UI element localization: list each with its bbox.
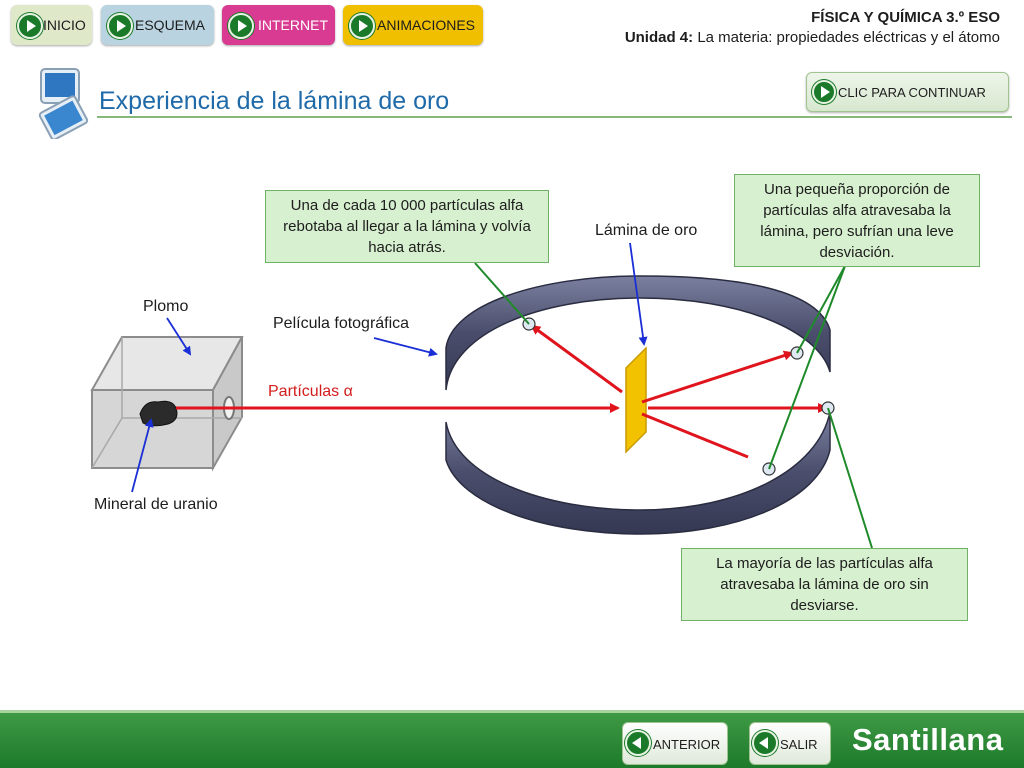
alpha-ray-rebound bbox=[530, 324, 623, 394]
nav-animaciones-button[interactable]: ANIMACIONES bbox=[343, 5, 483, 45]
nav-internet-label: INTERNET bbox=[258, 17, 328, 33]
photographic-film-ring bbox=[445, 275, 831, 535]
pointer-pelicula bbox=[373, 337, 438, 357]
course-header: FÍSICA Y QUÍMICA 3.º ESO Unidad 4: La ma… bbox=[625, 8, 1000, 48]
anterior-button[interactable]: ANTERIOR bbox=[622, 722, 728, 765]
label-pelicula: Película fotográfica bbox=[273, 315, 410, 332]
anterior-label: ANTERIOR bbox=[653, 737, 721, 752]
nav-internet-button[interactable]: INTERNET bbox=[222, 5, 335, 45]
continue-button[interactable]: CLIC PARA CONTINUAR bbox=[806, 72, 1009, 112]
monitor-icon bbox=[38, 68, 89, 139]
gold-foil bbox=[625, 346, 647, 454]
pointer-lamina bbox=[629, 242, 648, 346]
nav-esquema-label: ESQUEMA bbox=[135, 17, 206, 33]
nav-inicio-label: INICIO bbox=[43, 17, 86, 33]
pointer-deflection-up bbox=[796, 265, 846, 354]
page-title: Experiencia de la lámina de oro bbox=[99, 87, 450, 115]
nav-inicio-button[interactable]: INICIO bbox=[11, 5, 92, 45]
callout-desviacion: Una pequeña proporción de partículas alf… bbox=[734, 174, 980, 267]
unit-prefix: Unidad 4: bbox=[624, 29, 694, 46]
title-divider bbox=[97, 116, 1012, 118]
course-title: FÍSICA Y QUÍMICA 3.º ESO bbox=[811, 9, 1000, 26]
play-icon bbox=[812, 80, 836, 104]
nav-animaciones-label: ANIMACIONES bbox=[377, 17, 476, 33]
salir-label: SALIR bbox=[780, 737, 818, 752]
continue-label: CLIC PARA CONTINUAR bbox=[838, 85, 986, 100]
unit-title: La materia: propiedades eléctricas y el … bbox=[697, 29, 1000, 46]
pointer-straight bbox=[827, 407, 873, 549]
play-icon bbox=[17, 13, 43, 39]
pointer-rebound bbox=[474, 262, 530, 325]
pointer-deflection-down bbox=[768, 265, 846, 470]
back-arrow-icon bbox=[625, 730, 651, 756]
label-lamina: Lámina de oro bbox=[595, 222, 698, 239]
uranium-mineral bbox=[139, 400, 178, 427]
alpha-ray-deflected-down bbox=[641, 412, 749, 459]
nav-esquema-button[interactable]: ESQUEMA bbox=[101, 5, 214, 45]
alpha-ray-deflected-up bbox=[641, 350, 794, 404]
play-icon bbox=[349, 13, 375, 39]
label-mineral: Mineral de uranio bbox=[94, 496, 218, 513]
label-particulas: Partículas α bbox=[268, 383, 353, 400]
back-arrow-icon bbox=[752, 730, 778, 756]
salir-button[interactable]: SALIR bbox=[749, 722, 831, 765]
callout-mayoria: La mayoría de las partículas alfa atrave… bbox=[681, 548, 968, 621]
play-icon bbox=[107, 13, 133, 39]
footer-stripe bbox=[0, 710, 1024, 714]
pointer-plomo bbox=[166, 317, 192, 356]
footer-bar bbox=[0, 713, 1024, 768]
label-plomo: Plomo bbox=[143, 298, 189, 315]
play-icon bbox=[228, 13, 254, 39]
santillana-logo: Santillana bbox=[852, 722, 1004, 757]
pointer-mineral bbox=[131, 418, 154, 493]
lead-box bbox=[90, 336, 244, 472]
callout-rebote: Una de cada 10 000 partículas alfa rebot… bbox=[265, 190, 549, 263]
